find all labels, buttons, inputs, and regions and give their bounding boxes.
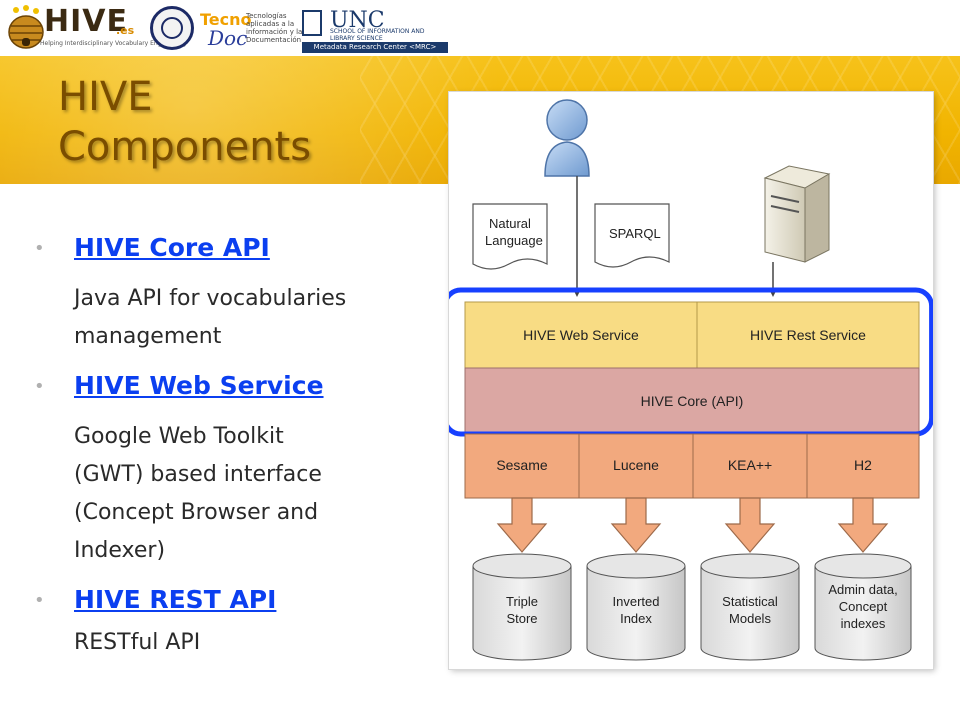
slide-title-line2: Components	[58, 124, 312, 170]
tecnodoc-logo-doc: Doc	[208, 26, 248, 50]
list-item: • HIVE REST API RESTful API	[34, 584, 414, 662]
bullet-icon: •	[34, 238, 45, 259]
architecture-diagram-svg: Natural Language SPARQL HIVE Web Service…	[442, 99, 935, 661]
diagram-label: HIVE Rest Service	[750, 327, 866, 343]
logo-bar: HIVE .es Helping Interdisciplinary Vocab…	[0, 0, 960, 56]
backend-label: KEA++	[728, 457, 772, 473]
diagram-label: SPARQL	[609, 226, 661, 241]
mrc-banner: Metadata Research Center <MRC>	[302, 42, 448, 53]
hive-logo-suffix: .es	[116, 24, 135, 37]
store-label: indexes	[841, 616, 886, 631]
unc-logo-text: UNC	[330, 8, 385, 33]
backend-label: H2	[854, 457, 872, 473]
list-item: • HIVE Core API Java API for vocabularie…	[34, 232, 414, 356]
backend-label: Lucene	[613, 457, 659, 473]
store-label: Statistical	[722, 594, 778, 609]
diagram-label: HIVE Core (API)	[641, 393, 744, 409]
component-list: • HIVE Core API Java API for vocabularie…	[34, 232, 414, 662]
description-line: RESTful API	[74, 630, 201, 655]
diagram-label: Natural	[489, 216, 531, 231]
tecnodoc-logo-word: Tecno	[200, 10, 252, 29]
store-label: Admin data,	[828, 582, 897, 597]
triple-store-cylinder: Triple Store	[472, 553, 572, 661]
hive-web-service-box	[464, 301, 698, 369]
hive-core-box	[464, 367, 920, 435]
diagram-label: HIVE Web Service	[523, 327, 639, 343]
store-label: Triple	[506, 594, 538, 609]
hive-web-service-link[interactable]: HIVE Web Service	[74, 371, 324, 400]
hive-logo-text: HIVE	[44, 4, 128, 39]
storage-cylinders: Triple Store Inverted Index Statistical …	[472, 553, 912, 661]
description-line: (GWT) based interface	[74, 462, 322, 487]
slide-title-line1: HIVE	[58, 74, 153, 120]
backend-label: Sesame	[496, 457, 548, 473]
diagram-label: Language	[485, 233, 543, 248]
hive-core-api-link[interactable]: HIVE Core API	[74, 233, 270, 262]
down-arrows	[496, 497, 889, 553]
list-item: • HIVE Web Service Google Web Toolkit (G…	[34, 370, 414, 570]
description-line: management	[74, 324, 222, 349]
store-label: Concept	[839, 599, 888, 614]
sparql-document: SPARQL	[594, 203, 670, 268]
description-line: Google Web Toolkit	[74, 424, 284, 449]
bullet-icon: •	[34, 590, 45, 611]
architecture-diagram: Natural Language SPARQL HIVE Web Service…	[442, 92, 935, 669]
hive-rest-service-box	[696, 301, 920, 369]
backend-row: Sesame Lucene KEA++ H2	[464, 433, 920, 499]
unc-building-icon	[302, 10, 322, 36]
store-label: Index	[620, 611, 652, 626]
store-label: Store	[506, 611, 537, 626]
store-label: Inverted	[613, 594, 660, 609]
list-item-description: RESTful API	[74, 624, 414, 662]
user-icon	[544, 99, 590, 177]
store-label: Models	[729, 611, 771, 626]
admin-data-cylinder: Admin data, Concept indexes	[814, 553, 912, 661]
list-item-description: Java API for vocabularies management	[74, 280, 414, 356]
description-line: Java API for vocabularies	[74, 286, 347, 311]
description-line: Indexer)	[74, 538, 166, 563]
tecnodoc-tagline: Tecnologías aplicadas a la información y…	[246, 12, 303, 44]
slide-title: HIVE Components	[58, 72, 311, 172]
university-seal-icon	[150, 6, 194, 50]
description-line: (Concept Browser and	[74, 500, 319, 525]
bullet-icon: •	[34, 376, 45, 397]
list-item-description: Google Web Toolkit (GWT) based interface…	[74, 418, 414, 570]
beehive-icon	[8, 5, 44, 49]
inverted-index-cylinder: Inverted Index	[586, 553, 686, 661]
statistical-models-cylinder: Statistical Models	[700, 553, 800, 661]
hive-logo-tagline: Helping Interdisciplinary Vocabulary Eng…	[40, 40, 187, 47]
unc-tagline: SCHOOL OF INFORMATION AND LIBRARY SCIENC…	[330, 28, 425, 42]
hive-rest-api-link[interactable]: HIVE REST API	[74, 585, 277, 614]
natural-language-document: Natural Language	[472, 203, 548, 270]
server-icon	[763, 165, 831, 263]
